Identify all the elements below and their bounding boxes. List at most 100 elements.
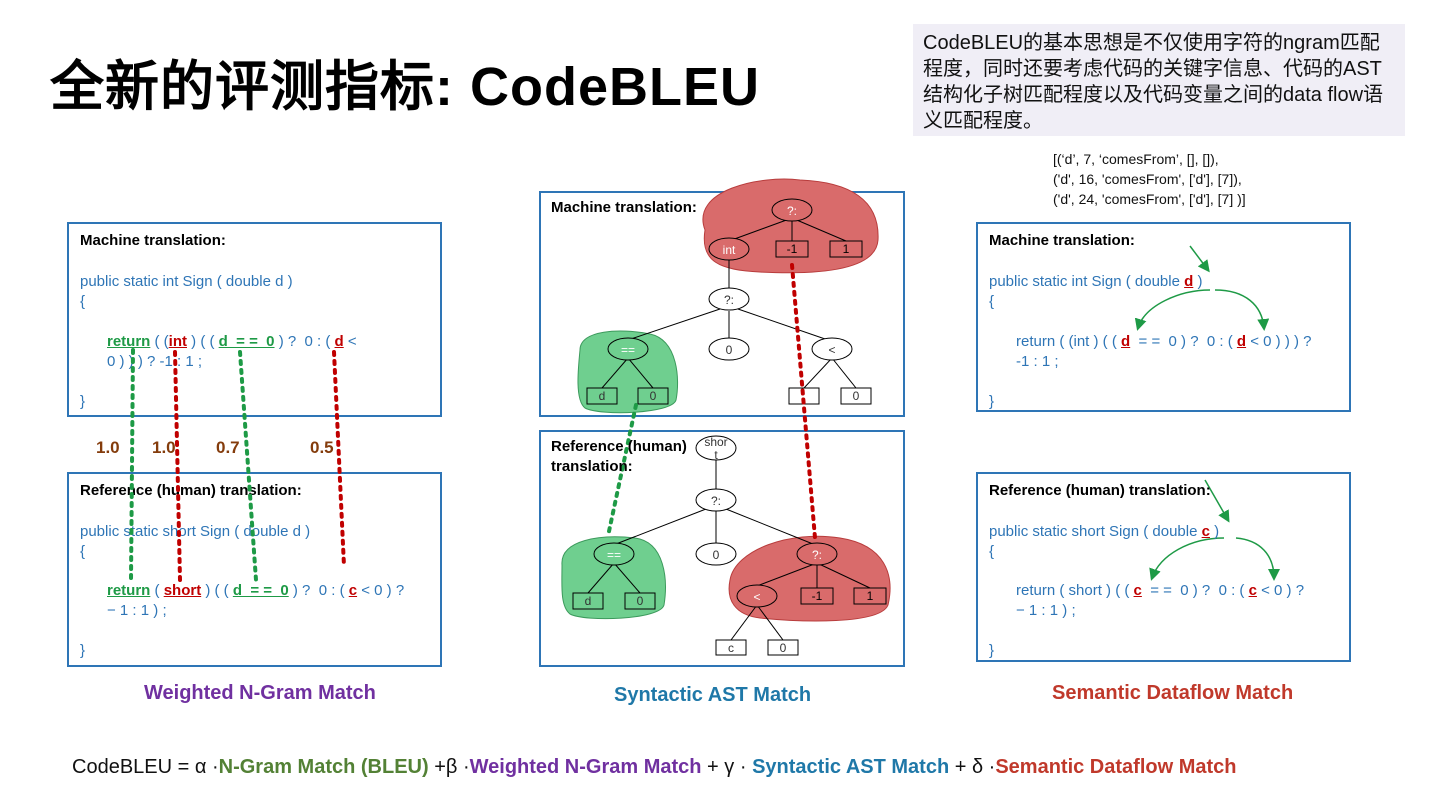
- ngram-m-condition: d = = 0: [218, 333, 275, 350]
- ast-m-node-eq: [607, 337, 649, 361]
- ngram-r-condition: d = = 0: [232, 582, 289, 599]
- dataflow-list: [(‘d’, 7, ‘comesFrom’, [], []), ('d', 16,…: [1053, 149, 1246, 209]
- ast-r-node-c: [715, 639, 747, 656]
- ngram-connector-int: [173, 350, 182, 582]
- ast-r-node-lt-label: <: [753, 590, 760, 604]
- formula-gamma: + γ ·: [701, 756, 753, 778]
- ast-r-node-neg1-label: -1: [812, 589, 823, 603]
- ast-m-node-ltzero-label: 0: [853, 389, 860, 403]
- ngram-weight: 1.0: [96, 438, 120, 457]
- ngram-machine-signature: public static int Sign ( double d ): [80, 273, 293, 290]
- dataflow-caption: Semantic Dataflow Match: [1052, 682, 1294, 704]
- dataflow-r-var1: c: [1133, 582, 1142, 599]
- ast-m-node-top: [771, 198, 813, 222]
- dataflow-machine-return-line: return ( (int ) ( ( d = = 0 ) ? 0 : ( d …: [1016, 332, 1312, 352]
- ngram-machine-close-brace: }: [80, 393, 86, 410]
- dataflow-m-post: < 0 ) ) ) ?: [1246, 333, 1312, 350]
- dataflow-machine-arrow-right: [1214, 289, 1270, 331]
- ast-r-node-short-label2: t: [714, 448, 718, 462]
- dataflow-reference-source-arrow: [1204, 479, 1230, 523]
- ast-r-node-q2-label: ?:: [812, 548, 822, 562]
- ngram-m-code: ( (: [150, 333, 169, 350]
- ast-machine-header: Machine translation:: [551, 199, 697, 216]
- ngram-weight: 0.7: [216, 438, 240, 457]
- ast-m-node-neg1: [775, 240, 809, 258]
- dataflow-list-line: ('d', 16, 'comesFrom', ['d'], [7]),: [1053, 171, 1242, 187]
- ngram-m-return-keyword: return: [107, 333, 151, 350]
- dataflow-machine-close-brace: }: [989, 393, 995, 410]
- ast-r-node-c-label: c: [728, 641, 734, 655]
- ast-r-node-d-label: d: [585, 594, 592, 608]
- ngram-connector-cond: [238, 350, 258, 582]
- ast-m-node-eqzero: [637, 387, 669, 405]
- ast-r-node-d: [572, 592, 604, 610]
- dataflow-m-sig-var: d: [1184, 273, 1194, 290]
- formula-term-ast: Syntactic AST Match: [752, 756, 950, 778]
- ngram-r-code: ) ? 0 : (: [288, 582, 349, 599]
- ast-r-node-eqzero-label: 0: [637, 594, 644, 608]
- ngram-reference-open-brace: {: [80, 543, 86, 560]
- ngram-reference-line2: − 1 : 1 ) ;: [107, 602, 167, 619]
- dataflow-m-var1: d: [1121, 333, 1131, 350]
- ast-caption: Syntactic AST Match: [614, 684, 812, 706]
- dataflow-r-pre: return ( short ) ( (: [1016, 582, 1134, 599]
- ngram-r-return-keyword: return: [107, 582, 151, 599]
- ast-reference-header-line2: translation:: [551, 458, 633, 475]
- dataflow-machine-source-arrow: [1189, 245, 1210, 273]
- ngram-r-code: < 0 ) ?: [357, 582, 405, 599]
- dataflow-m-sig-pre: public static int Sign ( double: [989, 273, 1185, 290]
- dataflow-machine-box: Machine translation: public static int S…: [976, 222, 1351, 412]
- dataflow-reference-arrow-right: [1235, 537, 1280, 581]
- page-title: 全新的评测指标: CodeBLEU: [50, 57, 760, 117]
- ast-r-node-lt: [736, 584, 778, 608]
- formula-alpha: α ·: [194, 756, 219, 778]
- dataflow-m-mid: = = 0 ) ? 0 : (: [1130, 333, 1237, 350]
- ast-r-node-q1-label: ?:: [711, 494, 721, 508]
- ngram-r-short-keyword: short: [163, 582, 202, 599]
- dataflow-reference-header: Reference (human) translation:: [989, 482, 1211, 499]
- ast-m-node-d: [586, 387, 618, 405]
- dataflow-machine-line2: -1 : 1 ;: [1016, 353, 1059, 370]
- ast-m-node-zero: [708, 337, 750, 361]
- ast-m-node-lt-label: <: [828, 343, 835, 357]
- ast-r-node-one: [853, 587, 887, 605]
- ast-green-connector: [606, 403, 638, 538]
- ast-m-node-lt: [811, 337, 853, 361]
- ast-m-node-int: [708, 237, 750, 261]
- ast-r-node-neg1: [800, 587, 834, 605]
- dataflow-r-sig-var: c: [1201, 523, 1210, 540]
- ngram-machine-open-brace: {: [80, 293, 86, 310]
- ngram-caption: Weighted N-Gram Match: [144, 682, 376, 704]
- ngram-weight: 0.5: [310, 438, 334, 457]
- ast-r-node-q2: [796, 542, 838, 566]
- ast-r-node-ltzero: [767, 639, 799, 656]
- ngram-reference-return-line: return ( short ) ( ( d = = 0 ) ? 0 : ( c…: [107, 581, 404, 601]
- ast-m-node-mid-label: ?:: [724, 293, 734, 307]
- dataflow-m-var2: d: [1236, 333, 1247, 350]
- dataflow-r-sig-pre: public static short Sign ( double: [989, 523, 1202, 540]
- dataflow-machine-header: Machine translation:: [989, 232, 1135, 249]
- ast-m-node-top-label: ?:: [787, 204, 797, 218]
- ast-m-node-int-label: int: [723, 243, 736, 257]
- formula-lead: CodeBLEU =: [72, 756, 195, 778]
- dataflow-reference-open-brace: {: [989, 543, 995, 560]
- ngram-r-code: ) ( (: [201, 582, 233, 599]
- ast-r-node-zero: [695, 542, 737, 566]
- formula-term-ngram: N-Gram Match (BLEU): [218, 756, 429, 778]
- ngram-r-var-c: c: [348, 582, 358, 599]
- dataflow-list-line: [(‘d’, 7, ‘comesFrom’, [], []),: [1053, 151, 1219, 167]
- dataflow-r-post: < 0 ) ?: [1256, 582, 1305, 599]
- ast-m-node-neg1-label: -1: [787, 242, 798, 256]
- ast-m-node-eqzero-label: 0: [650, 389, 657, 403]
- ngram-m-code: ) ? 0 : (: [274, 333, 335, 350]
- ast-r-node-short-label: shor: [704, 435, 727, 449]
- ast-r-node-eqzero: [624, 592, 656, 610]
- dataflow-reference-box: Reference (human) translation: public st…: [976, 472, 1351, 662]
- ast-m-node-mid: [708, 287, 750, 311]
- ast-m-node-ltzero: [840, 387, 872, 405]
- ngram-r-code: (: [150, 582, 164, 599]
- dataflow-m-sig-post: ): [1193, 273, 1203, 290]
- ngram-m-code: ) ( (: [187, 333, 219, 350]
- dataflow-reference-line2: − 1 : 1 ) ;: [1016, 602, 1076, 619]
- dataflow-machine-arrow-left: [1134, 289, 1211, 331]
